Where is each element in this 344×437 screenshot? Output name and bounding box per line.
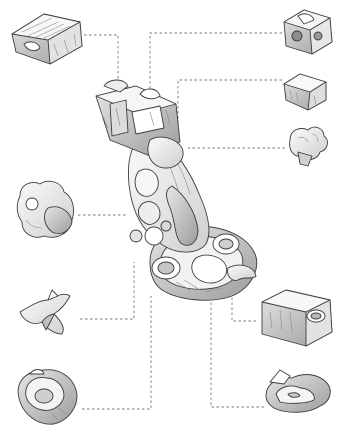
fragment-left-middle (17, 181, 73, 237)
fragment-right-upper (284, 74, 326, 110)
fragment-left-lower (20, 290, 70, 334)
fragment-bottom-right (266, 370, 330, 412)
fragment-top-right (284, 10, 332, 54)
fragment-right-middle (290, 127, 328, 166)
central-structure (96, 80, 257, 300)
leader-right-lower (232, 296, 256, 321)
fragment-top-left (12, 14, 82, 64)
fragment-bottom-left (18, 370, 77, 425)
leader-top-right (150, 33, 282, 95)
leader-bottom-left (82, 296, 151, 409)
leader-bottom-right (211, 298, 264, 407)
leader-left-lower (80, 262, 134, 319)
fragment-right-lower (262, 290, 332, 346)
leader-right-upper (178, 80, 282, 128)
